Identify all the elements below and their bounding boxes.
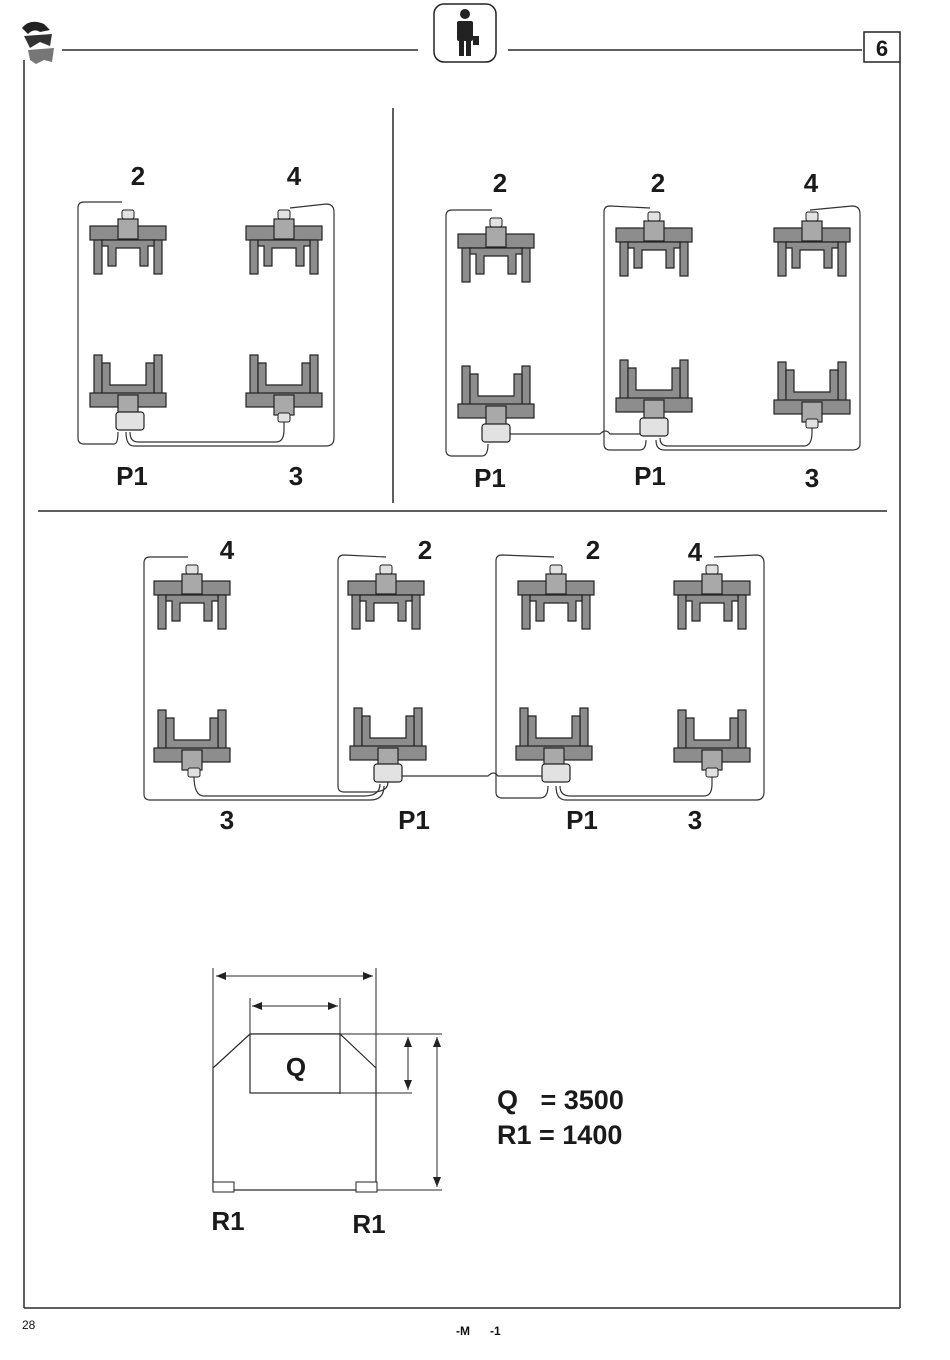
cylinder-lower (774, 362, 850, 422)
diagram-label: 4 (287, 161, 302, 191)
cylinder-lower (616, 360, 692, 420)
diagram-label: P1 (116, 461, 148, 491)
cylinder-upper (458, 218, 534, 282)
cylinder-lower (154, 710, 230, 770)
brand-logo-icon (22, 22, 54, 64)
footer-doc-code: -M -1 (456, 1324, 501, 1338)
diagram-label: P1 (634, 461, 666, 491)
cylinder-lower (516, 708, 592, 768)
footer-page-number: 28 (22, 1318, 35, 1332)
diagram-label: 4 (220, 535, 235, 565)
cylinder-lower (246, 355, 322, 415)
diagram-label: P1 (474, 463, 506, 493)
cylinder-upper (518, 565, 594, 629)
diagram-label: P1 (566, 805, 598, 835)
diagram-label: 3 (688, 805, 702, 835)
load-label-r1-right: R1 (352, 1209, 385, 1239)
diagram-label: 2 (418, 535, 432, 565)
cylinder-lower (458, 366, 534, 426)
diagram-label: 2 (131, 161, 145, 191)
cylinder-lower (674, 710, 750, 770)
cylinder-upper (154, 565, 230, 629)
cylinder-upper (348, 565, 424, 629)
cylinder-upper (774, 212, 850, 276)
spec-q: Q = 3500 (497, 1085, 624, 1115)
cylinder-upper (674, 565, 750, 629)
load-label-q: Q (286, 1052, 306, 1082)
pump-unit (116, 412, 144, 430)
coupling (706, 768, 718, 777)
diagram-label: 3 (220, 805, 234, 835)
diagram-label: 4 (804, 168, 819, 198)
diagram-quad-cylinder-dual-pump: 4 2 2 4 3 P1 P1 3 (144, 535, 764, 835)
load-diagram: Q R1 R1 Q = 3500 R1 = 1400 (211, 968, 623, 1239)
pump-unit (542, 764, 570, 782)
support-r1 (213, 1182, 234, 1192)
cylinder-upper (246, 210, 322, 274)
diagram-label: 2 (586, 535, 600, 565)
diagram-single-pump: 2 4 P1 3 (78, 161, 334, 491)
pump-unit (640, 418, 668, 436)
pump-unit (374, 764, 402, 782)
load-label-r1-left: R1 (211, 1206, 244, 1236)
diagram-label: 2 (493, 168, 507, 198)
cylinder-lower (350, 708, 426, 768)
diagram-label: 3 (805, 463, 819, 493)
diagram-dual-pump: 2 2 4 P1 P1 3 (446, 168, 860, 493)
cylinder-lower (90, 355, 166, 415)
coupling (806, 419, 818, 428)
diagram-label: 2 (651, 168, 665, 198)
diagram-label: P1 (398, 805, 430, 835)
spec-r1: R1 = 1400 (497, 1120, 622, 1150)
page-number: 6 (876, 36, 888, 61)
operator-person-icon (434, 4, 496, 62)
cylinder-upper (616, 212, 692, 276)
support-r1 (356, 1182, 377, 1192)
diagram-label: 4 (688, 537, 703, 567)
cylinder-upper (90, 210, 166, 274)
diagram-label: 3 (289, 461, 303, 491)
coupling (188, 768, 200, 777)
coupling (278, 413, 290, 422)
pump-unit (482, 424, 510, 442)
